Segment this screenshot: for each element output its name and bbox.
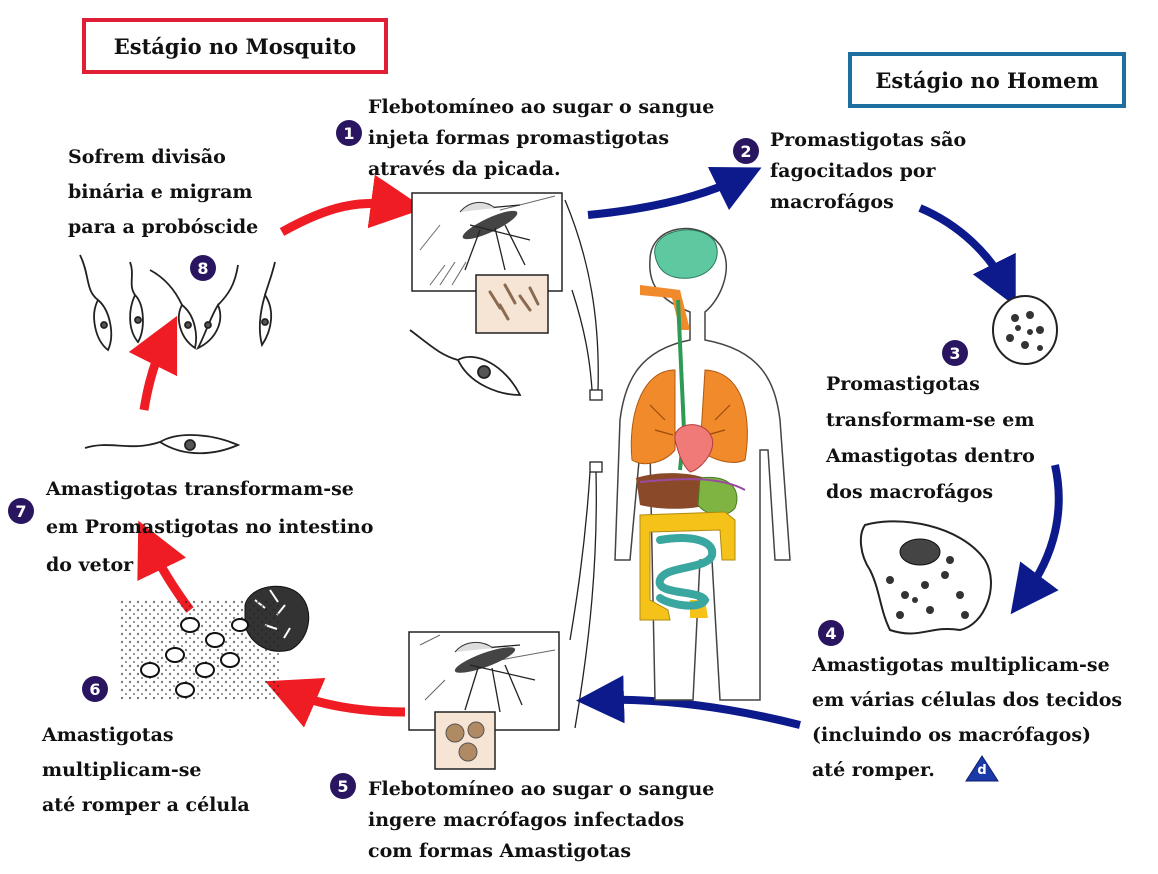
step-7-line-3: do vetor — [46, 554, 134, 576]
step-3-line-4: dos macrofágos — [826, 481, 994, 503]
step-5-text: Flebotomíneo ao sugar o sangue ingere ma… — [368, 774, 714, 867]
step-1-line-3: através da picada. — [368, 158, 561, 180]
step-2-line-1: Promastigotas são — [770, 129, 967, 151]
infected-tissue-cell — [859, 520, 992, 635]
step-2-line-3: macrofágos — [770, 191, 894, 213]
arrow-8-to-1 — [279, 174, 425, 236]
step-2-line-2: fagocitados por — [770, 160, 936, 182]
step-3-line-1: Promastigotas — [826, 373, 980, 395]
arrow-3-to-4 — [1010, 464, 1063, 615]
step-3-badge: 3 — [942, 340, 968, 366]
arrow-5-to-6 — [265, 677, 406, 728]
step-1-line-1: Flebotomíneo ao sugar o sangue — [368, 96, 715, 118]
step-4-text: Amastigotas multiplicam-se em várias cél… — [812, 648, 1122, 788]
step-5-badge: 5 — [330, 773, 356, 799]
human-stage-header: Estágio no Homem — [848, 52, 1126, 108]
macrophage-cell — [992, 295, 1058, 365]
step-5-line-3: com formas Amastigotas — [368, 840, 632, 862]
step-5-line-2: ingere macrófagos infectados — [368, 809, 685, 831]
step-2-text: Promastigotas são fagocitados por macrof… — [770, 125, 966, 218]
step-3-text: Promastigotas transformam-se em Amastigo… — [826, 366, 1035, 510]
step-7-text: Amastigotas transformam-se em Promastigo… — [46, 470, 373, 584]
arrow-1-to-2 — [587, 166, 762, 219]
step-7-line-2: em Promastigotas no intestino — [46, 516, 374, 538]
diagnostic-stage-triangle — [965, 755, 999, 782]
step-5-line-1: Flebotomíneo ao sugar o sangue — [368, 778, 715, 800]
step-3-line-3: Amastigotas dentro — [826, 445, 1035, 467]
step-1-text: Flebotomíneo ao sugar o sangue injeta fo… — [368, 92, 714, 185]
step-3-line-2: transformam-se em — [826, 409, 1035, 431]
step-4-line-4: até romper. — [812, 759, 935, 781]
step-8-line-2: binária e migram — [68, 181, 253, 203]
step-4-line-3: (incluindo os macrófagos) — [812, 724, 1092, 746]
arrow-up-to-8 — [128, 315, 178, 411]
sandfly-bite-panel-top — [411, 192, 563, 334]
step-8-line-1: Sofrem divisão — [68, 146, 226, 168]
promastigote-center — [409, 329, 522, 396]
step-8-line-3: para a probóscide — [68, 216, 259, 238]
human-body-figure — [614, 227, 791, 701]
step-2-badge: 2 — [733, 138, 759, 164]
promastigote-flagellate-line — [84, 434, 241, 455]
step-7-badge: 7 — [8, 498, 34, 524]
arrow-4-to-5 — [576, 675, 801, 729]
step-4-line-1: Amastigotas multiplicam-se — [812, 654, 1110, 676]
step-6-line-3: até romper a célula — [42, 794, 250, 816]
step-6-line-1: Amastigotas — [42, 724, 174, 746]
promastigotes-dividing — [79, 254, 276, 352]
rupturing-cell — [120, 585, 310, 700]
step-8-text: Sofrem divisão binária e migram para a p… — [68, 140, 258, 245]
diagnostic-stage-letter: d — [977, 763, 987, 778]
step-6-badge: 6 — [82, 676, 108, 702]
step-1-line-2: injeta formas promastigotas — [368, 127, 670, 149]
step-1-badge: 1 — [336, 120, 362, 146]
step-8-badge: 8 — [190, 255, 216, 281]
step-6-line-2: multiplicam-se — [42, 759, 202, 781]
sandfly-bite-panel-bottom — [408, 631, 560, 770]
mosquito-stage-header: Estágio no Mosquito — [82, 18, 388, 74]
step-4-line-2: em várias células dos tecidos — [812, 689, 1123, 711]
arrow-2-to-3 — [918, 204, 1016, 307]
step-7-line-1: Amastigotas transformam-se — [46, 478, 354, 500]
step-4-badge: 4 — [818, 620, 844, 646]
step-6-text: Amastigotas multiplicam-se até romper a … — [42, 718, 250, 823]
